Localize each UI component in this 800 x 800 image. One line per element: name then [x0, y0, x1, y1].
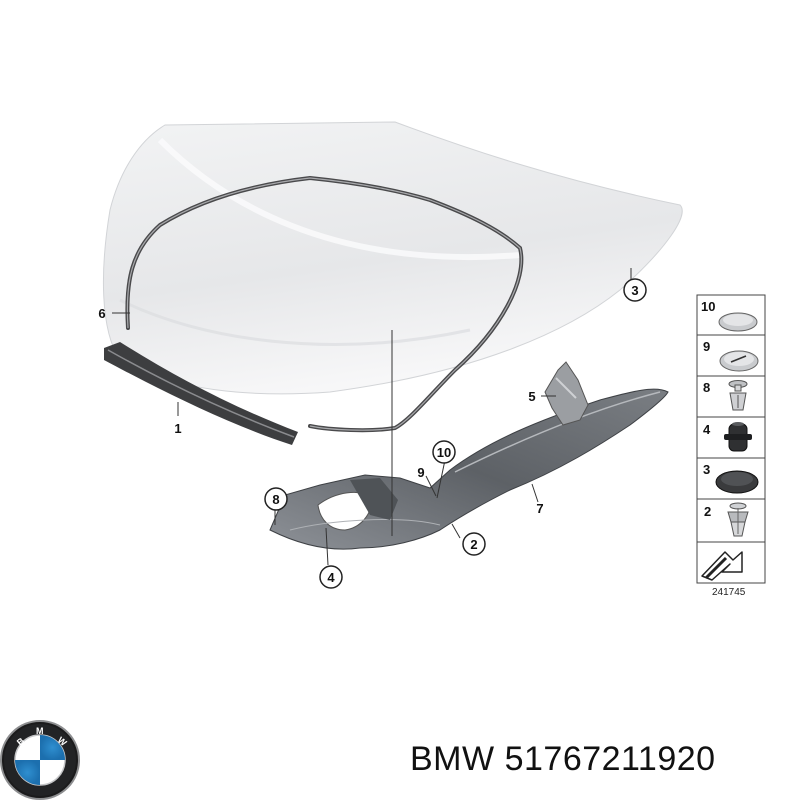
callout-5-label: 5	[528, 389, 535, 404]
round-cover-cap-icon	[718, 312, 758, 332]
hood-panel	[102, 121, 683, 395]
brand-name: BMW	[410, 740, 495, 778]
seal-strip-1	[104, 342, 298, 445]
orientation-arrow-icon	[701, 551, 743, 581]
legend-row-3: 3	[703, 462, 759, 494]
legend-row-8: 8	[703, 380, 748, 411]
expansion-rivet-icon	[727, 502, 749, 537]
callout-3: 3	[623, 278, 647, 302]
legend-row-4: 4	[703, 422, 752, 452]
callout-4-label: 4	[327, 570, 335, 585]
callout-2: 2	[462, 532, 486, 556]
svg-text:B: B	[15, 735, 27, 747]
part-number: 51767211920	[504, 740, 716, 778]
callout-1-label: 1	[174, 421, 181, 436]
legend-row-9: 9	[703, 339, 759, 372]
rubber-buffer-icon	[724, 422, 752, 452]
legend-number: 2	[704, 504, 711, 519]
callout-8: 8	[264, 487, 288, 511]
legend-row-10: 10	[701, 299, 758, 332]
bmw-logo: B M W	[0, 720, 80, 800]
callout-10: 10	[432, 440, 456, 464]
legend-number: 4	[703, 422, 711, 437]
callout-7-label: 7	[536, 501, 543, 516]
diagram-id: 241745	[712, 587, 746, 598]
callout-9: 9	[417, 465, 424, 480]
callout-6: 6	[98, 306, 105, 321]
parts-legend: 10 9 8 4	[696, 294, 766, 584]
svg-text:M: M	[36, 726, 44, 736]
callout-9-label: 9	[417, 465, 424, 480]
callout-6-label: 6	[98, 306, 105, 321]
legend-number: 9	[703, 339, 710, 354]
push-clip-icon	[728, 380, 748, 411]
callout-3-label: 3	[631, 283, 638, 298]
callout-2-label: 2	[470, 537, 477, 552]
legend-row-2: 2	[704, 502, 749, 537]
callout-4: 4	[319, 565, 343, 589]
splash-liner-7	[269, 388, 669, 550]
callout-7: 7	[536, 501, 543, 516]
callout-1: 1	[174, 421, 181, 436]
bracket-5	[544, 361, 589, 426]
callout-8-label: 8	[272, 492, 279, 507]
round-grommet-icon	[715, 470, 759, 494]
callout-5: 5	[528, 389, 535, 404]
legend-number: 3	[703, 462, 710, 477]
leader-lines	[112, 268, 632, 566]
slotted-cap-icon	[719, 350, 759, 372]
legend-number: 10	[701, 299, 715, 314]
legend-number: 8	[703, 380, 710, 395]
callout-10-label: 10	[437, 445, 451, 460]
